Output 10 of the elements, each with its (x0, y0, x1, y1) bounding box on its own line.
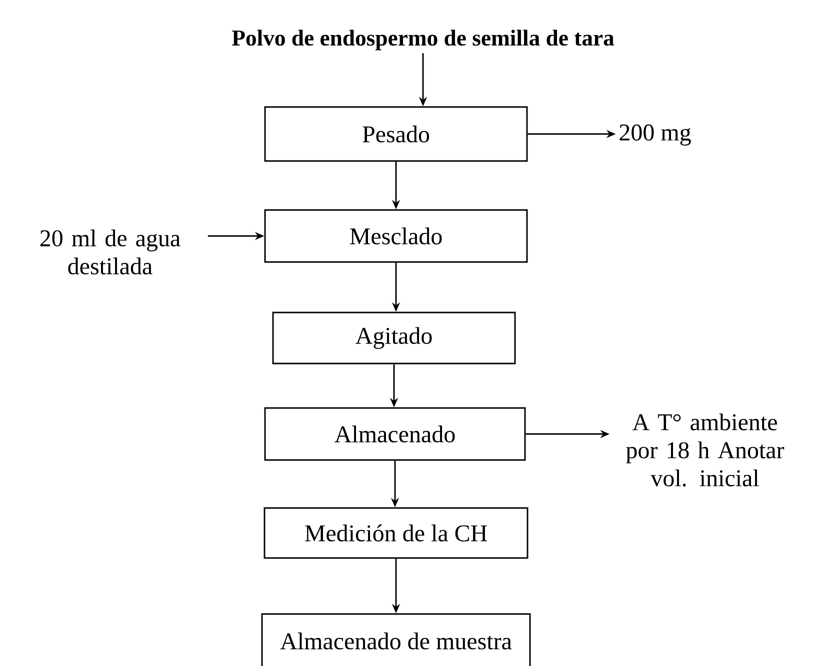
input-text: 20 ml de agua destilada (40, 230, 180, 274)
process-box: Pesado (264, 106, 528, 162)
process-box: Medición de la CH (264, 507, 528, 559)
process-box: Almacenado (264, 407, 526, 461)
process-box: Almacenado de muestra (261, 613, 531, 666)
process-box: Agitado (272, 312, 516, 364)
title-text: Polvo de endospermo de semilla de tara (232, 30, 614, 50)
process-box: Mesclado (264, 209, 528, 263)
note-text: A T° ambiente por 18 h Anotar vol. inicial (626, 413, 784, 486)
note-text: 200 mg (620, 124, 691, 146)
